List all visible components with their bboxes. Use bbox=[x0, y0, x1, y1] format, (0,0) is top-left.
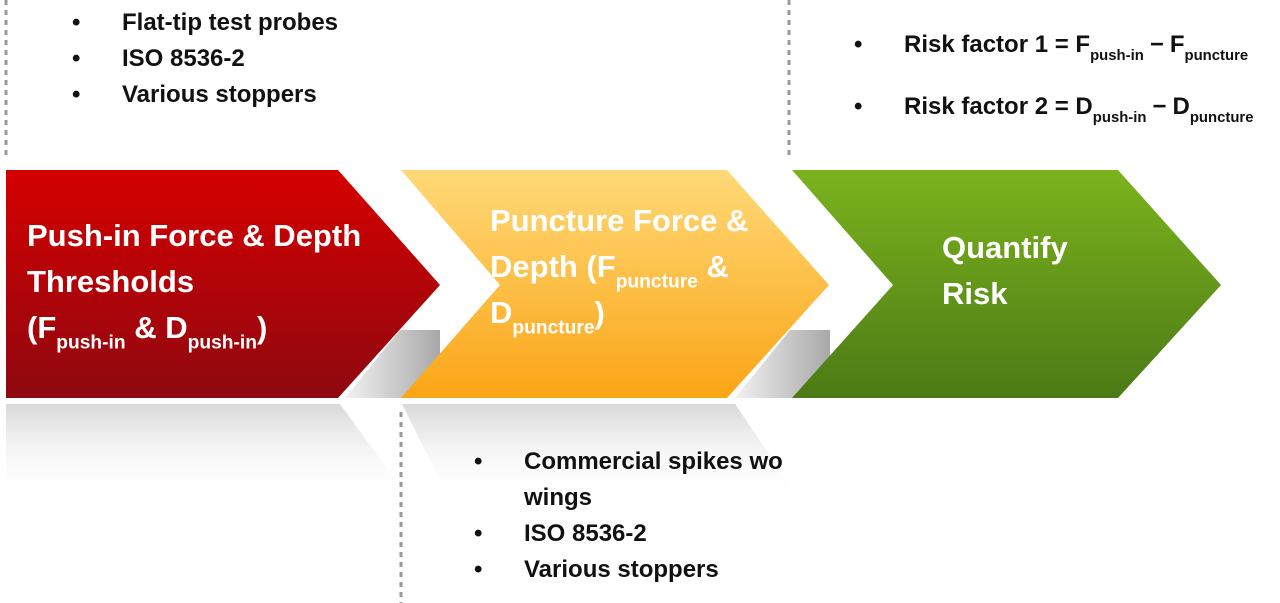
stage1-label: Push-in Force & Depth Thresholds (Fpush-… bbox=[27, 218, 362, 354]
stage2-label: Puncture Force & Depth (Fpuncture & Dpun… bbox=[490, 203, 749, 339]
list-item: Flat-tip test probes bbox=[66, 5, 338, 41]
probe-list: Flat-tip test probes ISO 8536-2 Various … bbox=[66, 5, 338, 113]
stage2-chevron bbox=[401, 170, 829, 398]
spike-list: Commercial spikes wo wings ISO 8536-2 Va… bbox=[468, 444, 808, 588]
list-item: ISO 8536-2 bbox=[66, 41, 338, 77]
risk-factor-2: Risk factor 2 = Dpush-in−Dpuncture bbox=[848, 76, 1253, 138]
stage3-label: Quantify Risk bbox=[942, 230, 1068, 311]
fold-shadow-2 bbox=[735, 330, 830, 398]
list-item: Commercial spikes wo wings bbox=[468, 444, 808, 516]
risk-factor-1: Risk factor 1 = Fpush-in−Fpuncture bbox=[848, 14, 1253, 76]
stage3-chevron bbox=[792, 170, 1221, 398]
list-item: ISO 8536-2 bbox=[468, 516, 808, 552]
stage1-reflection bbox=[6, 404, 410, 500]
risk-factor-list: Risk factor 1 = Fpush-in−Fpuncture Risk … bbox=[848, 14, 1253, 138]
list-item: Various stoppers bbox=[66, 77, 338, 113]
stage1-arrow bbox=[6, 170, 440, 398]
list-item: Various stoppers bbox=[468, 552, 808, 588]
